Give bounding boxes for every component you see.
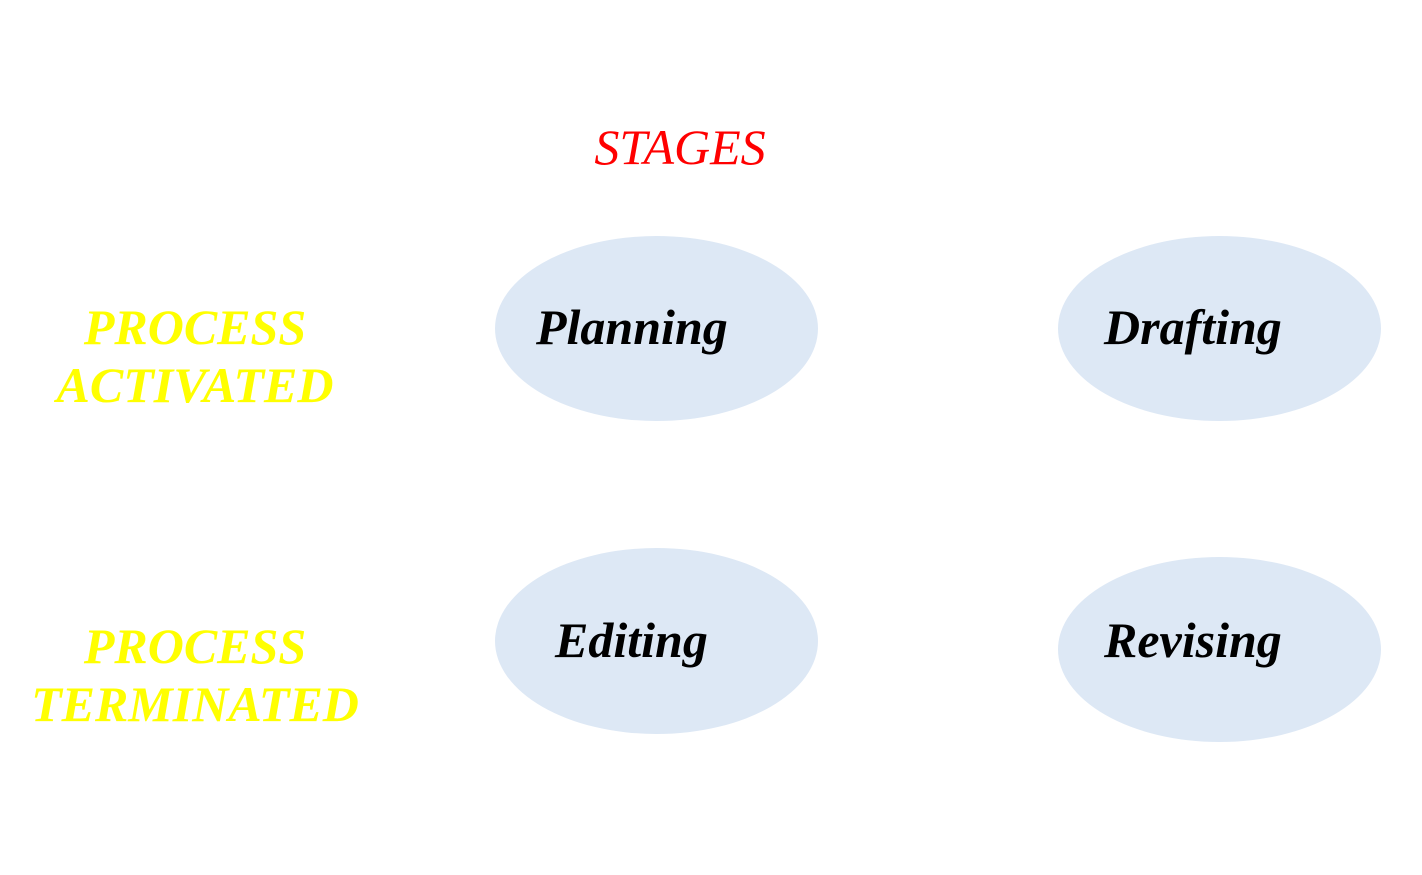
row-label-process-activated: PROCESS ACTIVATED [20,298,370,414]
row-label-line: PROCESS [83,618,307,674]
row-label-line: PROCESS [83,299,307,355]
stage-revising-ellipse [1058,557,1381,742]
row-label-line: TERMINATED [31,676,359,732]
diagram-title: STAGES [594,119,766,175]
stage-editing-ellipse [495,548,818,734]
stage-drafting-ellipse [1058,236,1381,421]
stage-drafting-label: Drafting [1104,299,1282,355]
stage-planning-label: Planning [536,299,728,355]
stage-editing-label: Editing [555,612,708,668]
stage-planning-ellipse [495,236,818,421]
stage-revising-label: Revising [1104,612,1282,668]
row-label-process-terminated: PROCESS TERMINATED [20,617,370,733]
row-label-line: ACTIVATED [56,357,334,413]
